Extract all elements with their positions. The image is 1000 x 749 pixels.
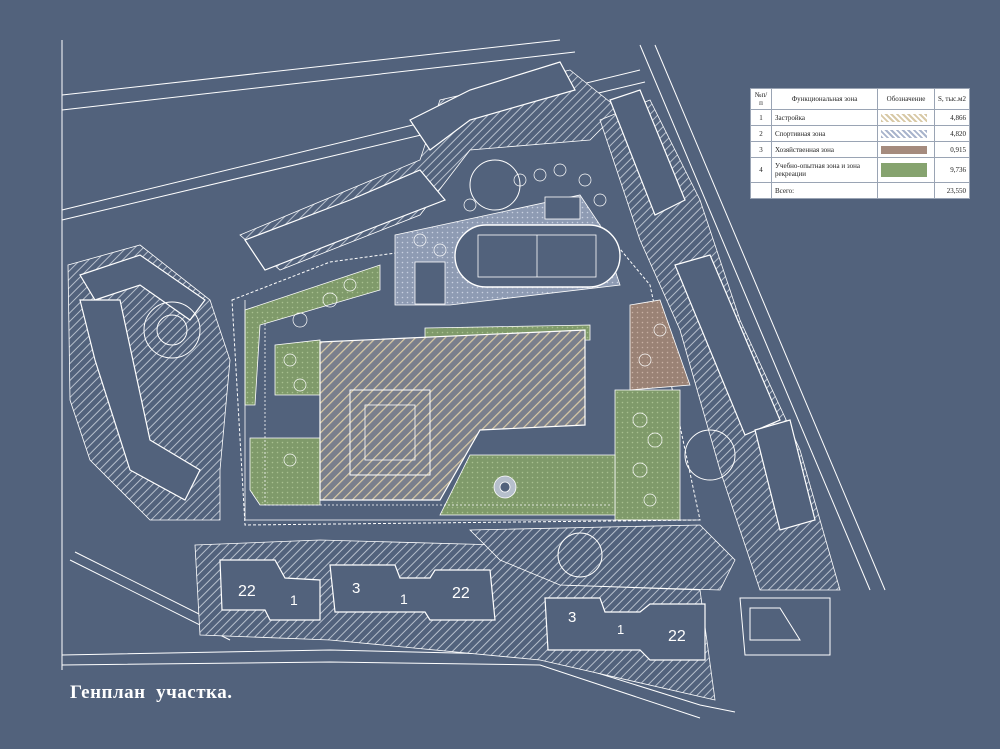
legend-row-area: 4,866 [934,109,970,126]
building-label-1c: 1 [617,622,624,637]
building-top-row [244,169,446,271]
building-label-3a: 3 [352,580,360,597]
building-bottom-c [544,597,706,661]
legend-total-area: 23,550 [934,182,970,199]
legend-row-zone: Спортивная зона [771,125,878,142]
playground-left [143,301,201,359]
legend-header: №п/п Функциональная зона Обозначение S, … [750,88,970,110]
school-building [319,329,586,501]
school-courtyard [349,389,431,476]
legend-header-area: S, тыс.м2 [934,88,970,110]
plan-caption: Генплан участка. [70,682,233,703]
legend-header-symbol: Обозначение [877,88,935,110]
legend-total-label: Всего: [771,182,878,199]
building-top-tower [409,61,576,151]
legend-row-area: 4,820 [934,125,970,142]
legend-header-num: №п/п [750,88,772,110]
legend-swatch-green [881,163,927,177]
legend-row: 4 Учебно-опытная зона и зона рекреации 9… [750,157,970,183]
building-right-low [754,419,816,531]
building-label-22b: 22 [452,585,470,602]
building-bottom-b [329,564,496,621]
building-label-22c: 22 [668,628,686,645]
building-label-1b: 1 [400,591,408,607]
legend-header-zone: Функциональная зона [771,88,878,110]
legend-row-num: 1 [750,109,772,126]
green-zone-sw [249,437,321,506]
legend-row-num: 4 [750,157,772,183]
utility-zone [629,299,691,391]
building-bottom-a [219,559,321,621]
green-zone-west [274,339,321,396]
legend-row: 3 Хозяйственная зона 0,915 [750,141,970,158]
residential-zone-lower-right [469,524,736,591]
legend-swatch-sport [881,129,927,138]
legend-row-area: 9,736 [934,157,970,183]
legend-table: №п/п Функциональная зона Обозначение S, … [750,88,970,199]
green-zone-se [439,454,616,516]
building-label-3b: 3 [568,609,576,626]
running-track [454,224,621,288]
playground-bottom [557,532,603,578]
trees [283,163,667,507]
legend-total-row: Всего: 23,550 [750,182,970,199]
plot-bottom-right [739,597,831,656]
legend-row-num: 3 [750,141,772,158]
drawing-linework [61,39,886,719]
legend-row-zone: Учебно-опытная зона и зона рекреации [771,157,878,183]
legend-row-zone: Застройка [771,109,878,126]
building-label-1a: 1 [290,592,298,608]
legend-swatch-utility [881,145,927,154]
building-label-22a: 22 [238,583,256,600]
legend-row-zone: Хозяйственная зона [771,141,878,158]
playground-top [469,159,521,211]
legend-row: 1 Застройка 4,866 [750,109,970,126]
building-right-middle [674,254,781,436]
legend-row: 2 Спортивная зона 4,820 [750,125,970,142]
legend-row-num: 2 [750,125,772,142]
green-zone-east [614,389,681,521]
building-numbers: 22 1 3 1 22 3 1 22 [238,580,686,645]
school-site [244,194,700,521]
playground-right [684,429,736,481]
building-right-top [609,89,686,216]
legend-swatch-build [881,113,927,122]
playgrounds [143,159,736,578]
residential-buildings [79,61,816,661]
legend-row-area: 0,915 [934,141,970,158]
building-left-vertical [79,299,201,501]
